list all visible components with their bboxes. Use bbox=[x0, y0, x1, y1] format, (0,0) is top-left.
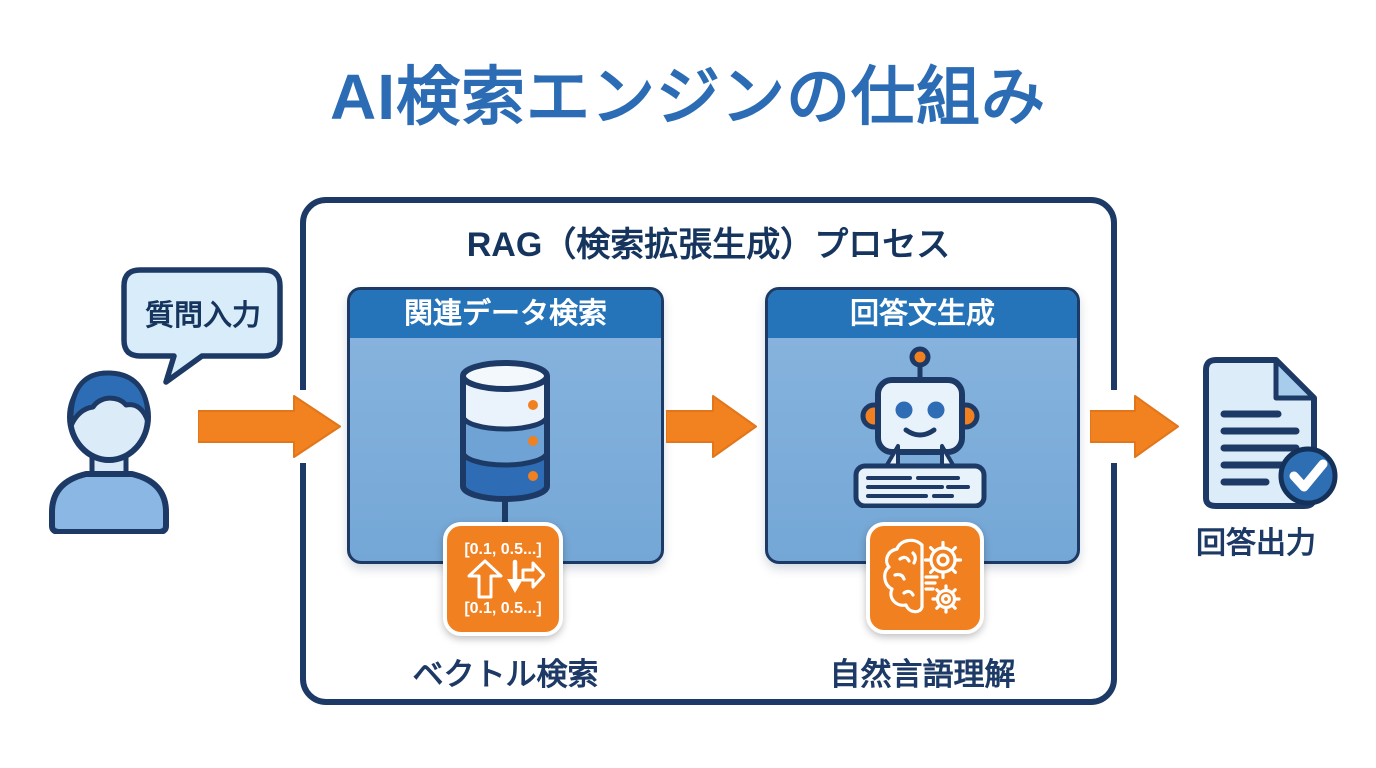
brain-gears-icon bbox=[883, 538, 963, 614]
user-icon bbox=[49, 370, 169, 534]
document-check-icon bbox=[1203, 357, 1338, 509]
caption-nlu: 自然言語理解 bbox=[829, 657, 1016, 692]
rag-title: RAG（検索拡張生成）プロセス bbox=[466, 226, 951, 264]
nlu-badge bbox=[866, 522, 984, 634]
rag-container: RAG（検索拡張生成）プロセス 関連データ検索 [0.1, 0.5...] [0… bbox=[300, 197, 1117, 705]
user-body bbox=[49, 471, 169, 534]
speech-bubble-label: 質問入力 bbox=[144, 300, 261, 332]
page-title: AI検索エンジンの仕組み bbox=[330, 61, 1046, 133]
vector-badge: [0.1, 0.5...] [0.1, 0.5...] bbox=[443, 522, 563, 636]
output-label: 回答出力 bbox=[1196, 527, 1316, 560]
step-header-retrieval: 関連データ検索 bbox=[350, 290, 661, 338]
step-header-generation: 回答文生成 bbox=[768, 290, 1077, 338]
caption-vector-search: ベクトル検索 bbox=[412, 657, 599, 692]
flow-arrow-input-icon bbox=[198, 395, 341, 458]
database-icon bbox=[460, 360, 550, 525]
vector-value-bottom: [0.1, 0.5...] bbox=[464, 600, 542, 617]
flow-arrow-output-icon bbox=[1090, 395, 1179, 458]
user-hair bbox=[68, 370, 151, 429]
vector-value-top: [0.1, 0.5...] bbox=[464, 541, 542, 558]
robot-icon bbox=[853, 346, 987, 508]
speech-bubble bbox=[121, 267, 283, 385]
flow-arrow-mid-icon bbox=[666, 395, 757, 458]
vector-arrows-icon bbox=[467, 559, 545, 599]
